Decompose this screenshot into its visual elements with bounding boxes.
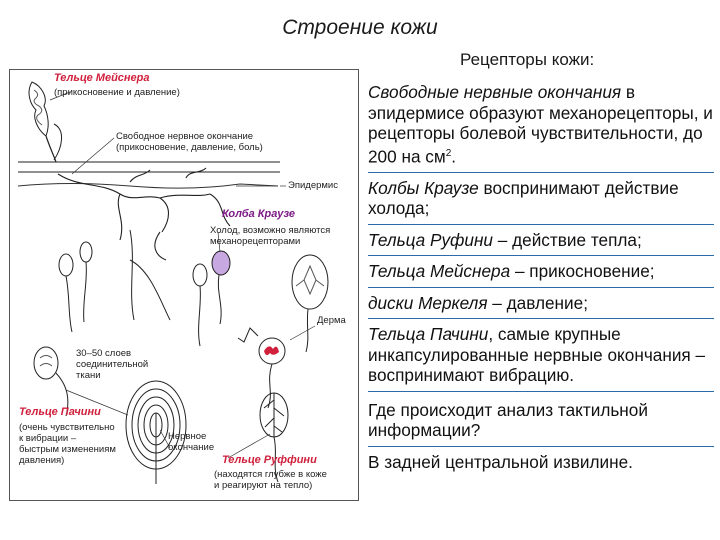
receptor-list: Свободные нервные окончания в эпидермисе… <box>368 80 714 472</box>
divider <box>368 390 714 392</box>
epidermis-boundary <box>17 183 279 189</box>
label-ruffini: Тельце Руффини <box>222 454 317 466</box>
label-meissner-note: (прикосновение и давление) <box>54 87 180 98</box>
divider <box>368 445 714 447</box>
label-ruffini-note: (находятся глубже в коже и реагируют на … <box>214 469 327 491</box>
divider <box>368 255 714 257</box>
label-epidermis: Эпидермис <box>288 180 338 191</box>
small-corpuscle <box>33 346 69 417</box>
divider <box>368 171 714 173</box>
merkel-disc <box>237 327 286 409</box>
label-free-ending: Свободное нервное окончание (прикосновен… <box>116 131 263 153</box>
question: Где происходит анализ тактильной информа… <box>368 399 648 441</box>
divider <box>368 223 714 225</box>
skin-diagram: Тельце Мейснера (прикосновение и давлени… <box>9 69 359 501</box>
ruffini-corpuscle <box>259 392 289 483</box>
list-item: Тельца Руфини – действие тепла; <box>368 229 642 250</box>
list-item: Колбы Краузе воспринимают действие холод… <box>368 177 679 219</box>
list-item: диски Меркеля – давление; <box>368 292 588 313</box>
dermis-oval <box>291 254 329 353</box>
divider <box>368 318 714 320</box>
krause-bulb <box>211 250 231 325</box>
leader-lines <box>49 91 316 459</box>
label-meissner: Тельце Мейснера <box>54 72 150 84</box>
page-title: Строение кожи <box>282 16 438 39</box>
label-connective: 30–50 слоев соединительной ткани <box>76 348 149 381</box>
label-krause-note: Холод, возможно являются механорецептора… <box>210 225 331 247</box>
receptors-subtitle: Рецепторы кожи: <box>460 50 595 69</box>
pacinian-corpuscle <box>125 380 187 484</box>
receptor-bulbs <box>58 229 208 347</box>
meissner-corpuscle <box>28 81 62 163</box>
divider <box>368 286 714 288</box>
list-item: Свободные нервные окончания в эпидермисе… <box>368 82 713 167</box>
list-item: Тельца Мейснера – прикосновение; <box>368 261 655 282</box>
list-item: Тельца Пачини, самые крупные инкапсулиро… <box>368 324 706 386</box>
label-dermis: Дерма <box>317 315 346 326</box>
label-pacini: Тельце Пачини <box>19 406 101 418</box>
label-krause: Колба Краузе <box>222 208 296 220</box>
label-nerve-ending: Нервное окончание <box>168 431 215 453</box>
answer: В задней центральной извилине. <box>368 451 633 472</box>
label-pacini-note: (очень чувствительно к вибрации – быстры… <box>19 422 116 466</box>
skin-diagram-drawing <box>17 81 329 484</box>
free-nerve-endings <box>57 167 231 261</box>
